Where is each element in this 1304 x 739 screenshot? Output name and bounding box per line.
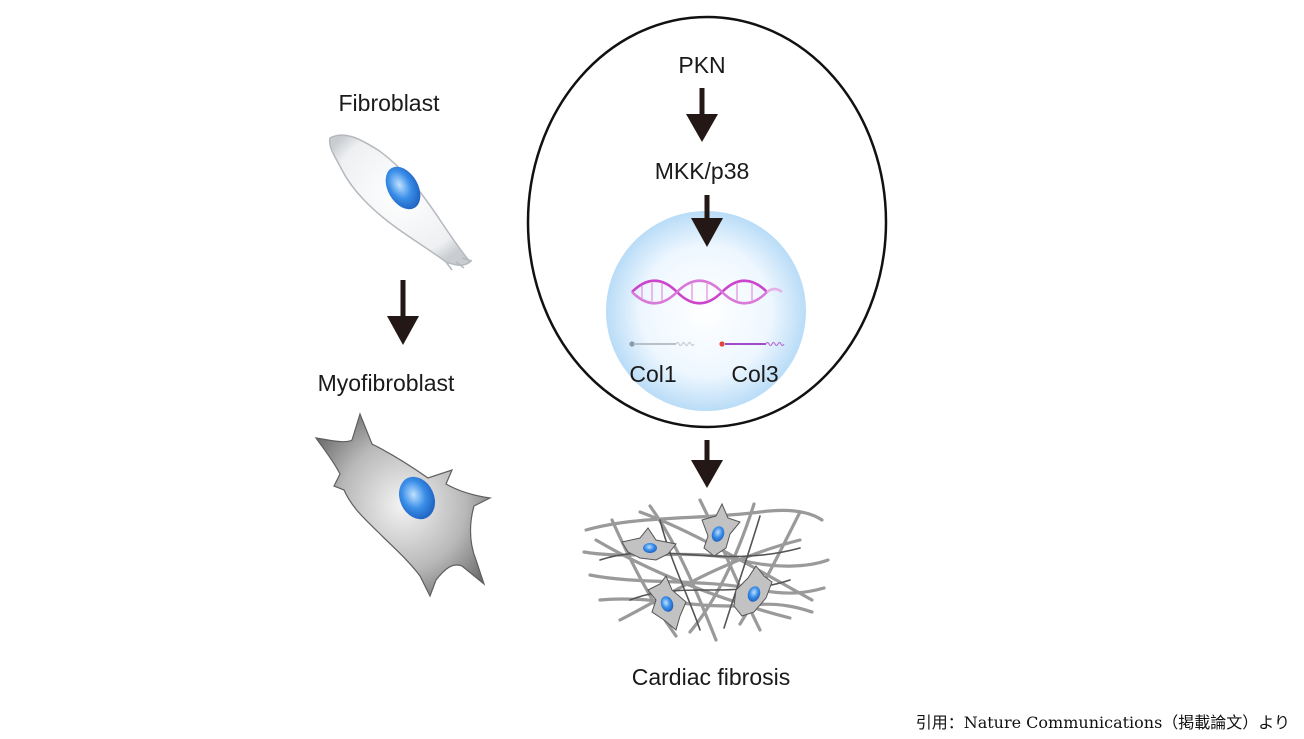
mkk-p38-label: MKK/p38 — [654, 158, 750, 184]
cell-membrane-outline — [526, 15, 888, 429]
arrow-mkk-to-nucleus — [691, 195, 723, 247]
myofibroblast-nucleus — [399, 476, 435, 520]
nucleus-sphere — [606, 211, 806, 411]
myofibroblast-cell — [314, 412, 492, 598]
fibroblast-cell — [328, 134, 473, 271]
arrow-fibroblast-to-myofibroblast — [387, 280, 419, 345]
cardiac-fibrosis-label: Cardiac fibrosis — [631, 664, 791, 690]
dna-helix — [631, 279, 783, 305]
mesh-cell-4 — [733, 565, 773, 617]
citation-text: 引用：Nature Communications（掲載論文）より — [915, 713, 1290, 732]
arrow-pkn-to-mkk — [686, 88, 718, 142]
myofibroblast-label: Myofibroblast — [317, 370, 455, 396]
col1-gene-marker — [629, 341, 695, 347]
mesh-cell-3 — [647, 575, 687, 631]
fibroblast-nucleus — [385, 166, 421, 210]
arrow-cell-to-fibrosis — [691, 440, 723, 488]
col1-label: Col1 — [629, 361, 677, 387]
pkn-label: PKN — [678, 52, 726, 78]
fibroblast-label: Fibroblast — [338, 90, 440, 116]
mesh-cell-2 — [701, 502, 741, 557]
col3-gene-marker — [719, 341, 785, 347]
mesh-cell-1 — [621, 527, 677, 561]
col3-label: Col3 — [731, 361, 779, 387]
